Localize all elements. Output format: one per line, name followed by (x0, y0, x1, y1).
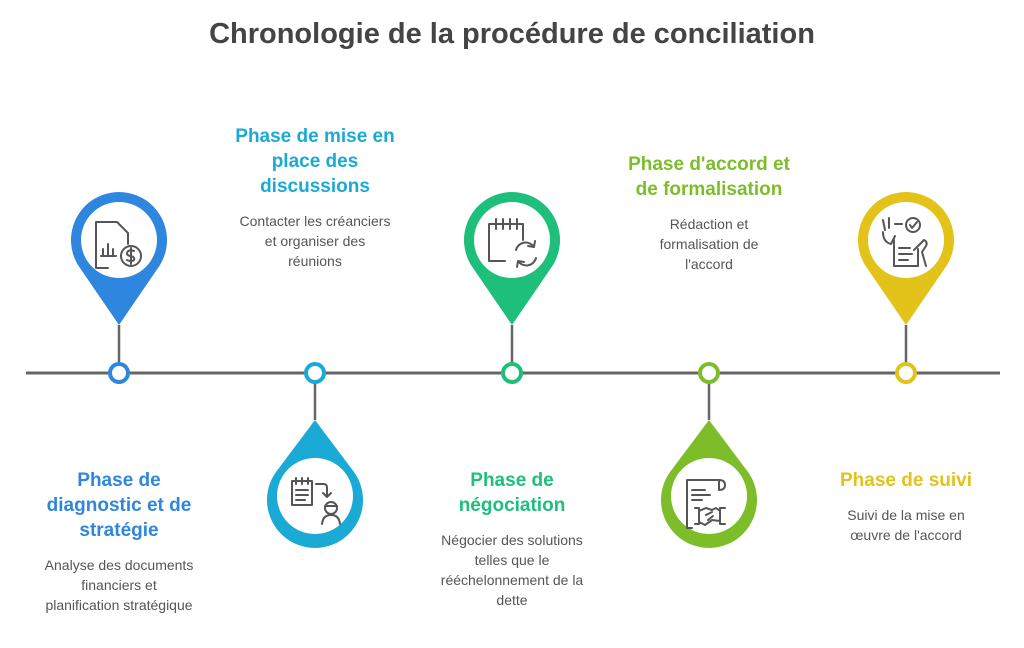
contract-handshake-icon (686, 479, 726, 529)
phase-1-title-line: Phase de (77, 470, 161, 491)
phase-2: Phase de mise en place des discussions C… (213, 124, 417, 271)
timeline-node-3 (501, 362, 523, 384)
phase-3-desc-line: rééchelonnement de la (440, 572, 584, 588)
phase-4-title-line: Phase d'accord et (628, 154, 790, 175)
phase-2-desc-line: réunions (288, 253, 342, 269)
phase-5-desc-line: œuvre de l'accord (850, 527, 962, 543)
phase-3-title-line: Phase de (470, 470, 554, 491)
phase-1-description: Analyse des documents financiers et plan… (17, 555, 221, 615)
phase-1-title: Phase de diagnostic et de stratégie (17, 468, 221, 543)
phase-5-description: Suivi de la mise en œuvre de l'accord (804, 505, 1008, 545)
phase-4-description: Rédaction et formalisation de l'accord (604, 214, 814, 274)
checklist-hands-icon (882, 217, 928, 267)
notepad-arrow-person-icon (291, 477, 341, 525)
phase-3-title-line: négociation (458, 495, 566, 516)
phase-5-title-line: Phase de suivi (839, 470, 972, 491)
phase-4-desc-line: formalisation de (659, 236, 759, 252)
phase-4-desc-line: l'accord (685, 256, 733, 272)
phase-1-desc-line: planification stratégique (45, 597, 193, 613)
phase-5-title: Phase de suivi (804, 468, 1008, 493)
diagram-title: Chronologie de la procédure de conciliat… (209, 18, 815, 50)
phase-4-desc-line: Rédaction et (669, 216, 749, 232)
calendar-refresh-icon (488, 218, 537, 268)
phase-3-desc-line: telles que le (474, 552, 550, 568)
phase-3-desc-line: Négocier des solutions (441, 532, 583, 548)
phase-1-desc-line: Analyse des documents (44, 557, 194, 573)
pin-1 (71, 192, 167, 325)
pin-2 (267, 420, 364, 548)
phase-1-title-line: diagnostic et de (46, 495, 192, 516)
phase-2-title-line: place des (271, 151, 359, 172)
phase-2-title-line: Phase de mise en (235, 126, 395, 147)
phase-3-title: Phase de négociation (410, 468, 614, 518)
phase-4-title-line: de formalisation (635, 179, 783, 200)
financial-document-dollar-icon (95, 221, 142, 269)
phase-3-desc-line: dette (496, 592, 528, 608)
timeline-node-2 (304, 362, 326, 384)
pin-4 (661, 420, 757, 548)
phase-3: Phase de négociation Négocier des soluti… (410, 468, 614, 610)
phase-3-description: Négocier des solutions telles que le réé… (410, 530, 614, 610)
phase-5-desc-line: Suivi de la mise en (847, 507, 965, 523)
phase-2-desc-line: et organiser des (264, 233, 366, 249)
phase-2-title-line: discussions (260, 176, 370, 197)
phase-1: Phase de diagnostic et de stratégie Anal… (17, 468, 221, 615)
phase-4: Phase d'accord et de formalisation Rédac… (604, 152, 814, 274)
phase-2-desc-line: Contacter les créanciers (239, 213, 391, 229)
timeline-node-5 (895, 362, 917, 384)
phase-2-title: Phase de mise en place des discussions (213, 124, 417, 199)
pin-3 (464, 192, 561, 325)
phase-1-desc-line: financiers et (81, 577, 157, 593)
phase-5: Phase de suivi Suivi de la mise en œuvre… (804, 468, 1008, 545)
pin-5 (857, 192, 954, 325)
timeline-node-4 (698, 362, 720, 384)
phase-4-title: Phase d'accord et de formalisation (604, 152, 814, 202)
timeline-node-1 (108, 362, 130, 384)
phase-2-description: Contacter les créanciers et organiser de… (213, 211, 417, 271)
phase-1-title-line: stratégie (79, 520, 159, 541)
